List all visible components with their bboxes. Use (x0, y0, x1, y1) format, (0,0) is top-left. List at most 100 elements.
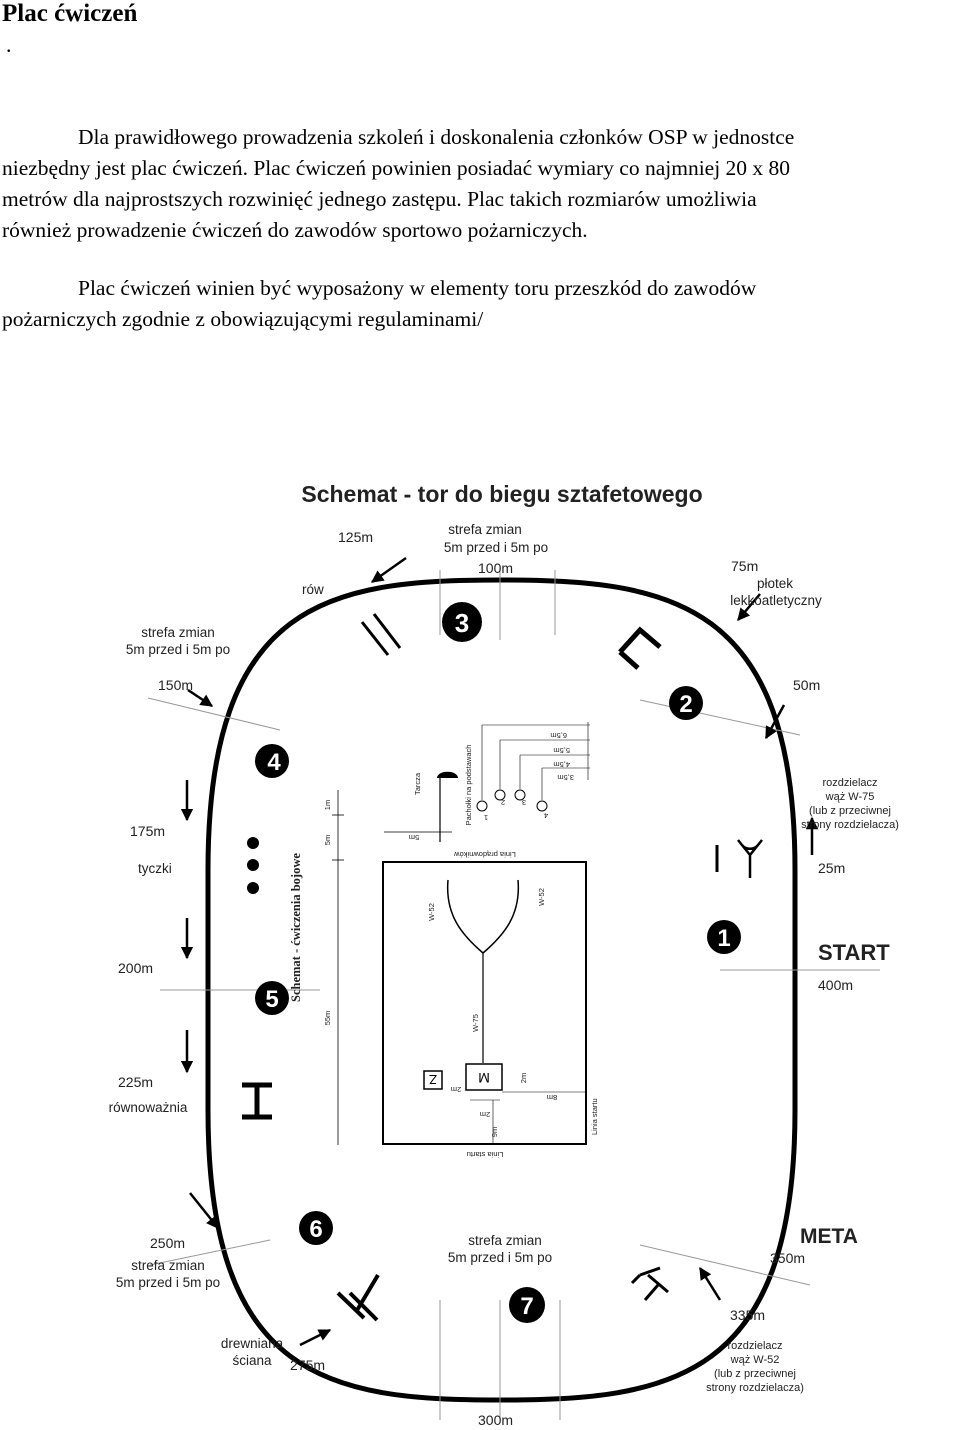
hurdle-label-2: lekkoatletyczny (730, 593, 822, 608)
page-title: Plac ćwiczeń (2, 0, 138, 27)
station-7-number: 7 (520, 1293, 533, 1320)
zone-bc-label-1: strefa zmian (468, 1233, 542, 1248)
field-rectangle (382, 861, 587, 1145)
dim-1m-label: 1m (323, 800, 332, 810)
dim-2m-c-label: 2m (480, 1110, 490, 1119)
label-300m: 300m (478, 1412, 513, 1428)
w52-left-label: W-52 (427, 903, 436, 921)
arrow-275 (299, 1328, 332, 1347)
cone-1 (476, 800, 488, 812)
distributor-bottom-label-4: strony rozdzielacza) (706, 1382, 804, 1394)
label-200m: 200m (118, 960, 153, 976)
arrow-75 (737, 593, 761, 621)
station-1-number: 1 (717, 925, 730, 952)
poles-dots (247, 837, 259, 894)
station-5-circle (255, 981, 289, 1015)
motopump-box (465, 1063, 503, 1091)
cone-1-number: 1 (484, 813, 488, 822)
combat-exercise-field: Schemat - ćwiczenia bojowe (289, 722, 590, 1145)
distributor-bottom-label-2: wąż W-52 (730, 1354, 780, 1366)
distributor-top-label-3: (lub z przeciwnej (809, 805, 891, 817)
balance-beam-icon (242, 1082, 272, 1120)
paragraph-1-line-3: metrów dla najprostszych rozwinięć jedne… (2, 187, 757, 211)
zone-top-label-1: strefa zmian (448, 522, 522, 537)
paragraph-1: Dla prawidłowego prowadzenia szkoleń i d… (2, 122, 960, 246)
station-2-number: 2 (679, 691, 692, 718)
distributor-top-label-1: rozdzielacz (822, 777, 877, 789)
track-outline (205, 577, 798, 1403)
distributor-top-icon (737, 839, 763, 878)
zone-bc-label-2: 5m przed i 5m po (448, 1250, 552, 1265)
station-markers: 1 2 3 4 5 6 7 (255, 602, 741, 1323)
label-350m: 350m (770, 1250, 805, 1266)
label-400m: 400m (818, 977, 853, 993)
paragraph-2-line-1: Plac ćwiczeń winien być wyposażony w ele… (78, 276, 757, 300)
label-150m: 150m (158, 677, 193, 693)
paragraph-1-line-2: niezbędny jest plac ćwiczeń. Plac ćwicze… (2, 156, 791, 180)
target-label: Tarcza (413, 772, 422, 795)
start-label: START (818, 940, 890, 965)
cones-label: Pachołki na podstawach (464, 745, 473, 826)
arrow-335 (698, 1266, 722, 1301)
hurdle-label-1: płotek (757, 576, 793, 591)
motopump-label: M (478, 1070, 490, 1086)
zone-bl-label-1: strefa zmian (131, 1258, 205, 1273)
line-start-side-label: Linia startu (590, 1098, 599, 1135)
water-source-label: Z (429, 1072, 437, 1087)
dim-2m-b-label: 2m (451, 1085, 461, 1094)
station-4-circle (255, 744, 289, 778)
station-3-number: 3 (455, 608, 469, 638)
ditch-line-1 (360, 621, 390, 656)
cone-4 (536, 800, 548, 812)
zone-top-label-2: 5m przed i 5m po (444, 540, 548, 555)
pole-dot-3 (247, 882, 259, 894)
dist-35-label: 3,5m (557, 773, 574, 782)
wall-label-2: ściana (232, 1353, 272, 1368)
label-275m: 275m (290, 1357, 325, 1373)
target-icon (437, 771, 458, 778)
arrow-150 (187, 688, 214, 708)
dim-55m-label: 55m (323, 1011, 332, 1026)
station-4-number: 4 (267, 749, 281, 776)
station-2-circle (669, 686, 703, 720)
cone-3-number: 3 (522, 798, 526, 807)
pole-dot-2 (247, 859, 259, 871)
cone-2 (494, 789, 506, 801)
cone-4-number: 4 (544, 811, 548, 820)
wall-label-1: drewniana (221, 1336, 284, 1351)
diagram-title: Schemat - tor do biegu sztafetowego (301, 481, 702, 507)
line-nozzles-label: Linia prądowników (454, 850, 516, 859)
distributor-bottom-icon (630, 1266, 669, 1301)
distributor-bottom-label-3: (lub z przeciwnej (714, 1368, 796, 1380)
zone-lines (147, 570, 880, 1420)
pole-dot-1 (247, 837, 259, 849)
finish-label: META (800, 1225, 858, 1248)
dist-65-label: 6,5m (550, 731, 567, 740)
label-175m: 175m (130, 823, 165, 839)
label-25m: 25m (818, 860, 845, 876)
cone-2-number: 2 (501, 798, 505, 807)
dim-2m-label: 2m (519, 1073, 528, 1083)
obstacles (242, 613, 763, 1322)
dim-8m-label: 8m (547, 1093, 557, 1102)
station-5-number: 5 (265, 986, 278, 1013)
paragraph-2: Plac ćwiczeń winien być wyposażony w ele… (2, 273, 960, 335)
zone-left-label-1: strefa zmian (141, 625, 215, 640)
label-250m: 250m (150, 1235, 185, 1251)
arrow-50 (764, 704, 786, 740)
dist-45-label: 4,5m (553, 760, 570, 769)
dim-5m-label: 5m (323, 835, 332, 845)
title-dot: . (6, 32, 12, 57)
label-125m: 125m (338, 529, 373, 545)
wooden-wall-icon (336, 1273, 380, 1322)
poles-label: tyczki (138, 861, 172, 876)
arrow-250 (189, 1192, 219, 1229)
paragraph-1-line-4: również prowadzenie ćwiczeń do zawodów s… (2, 218, 588, 242)
station-7-circle (509, 1287, 545, 1323)
station-6-number: 6 (309, 1216, 322, 1243)
cones (476, 789, 548, 812)
water-source-box (423, 1070, 443, 1090)
distributor-top-label-2: wąż W-75 (825, 791, 875, 803)
paragraph-1-line-1: Dla prawidłowego prowadzenia szkoleń i d… (78, 125, 795, 149)
